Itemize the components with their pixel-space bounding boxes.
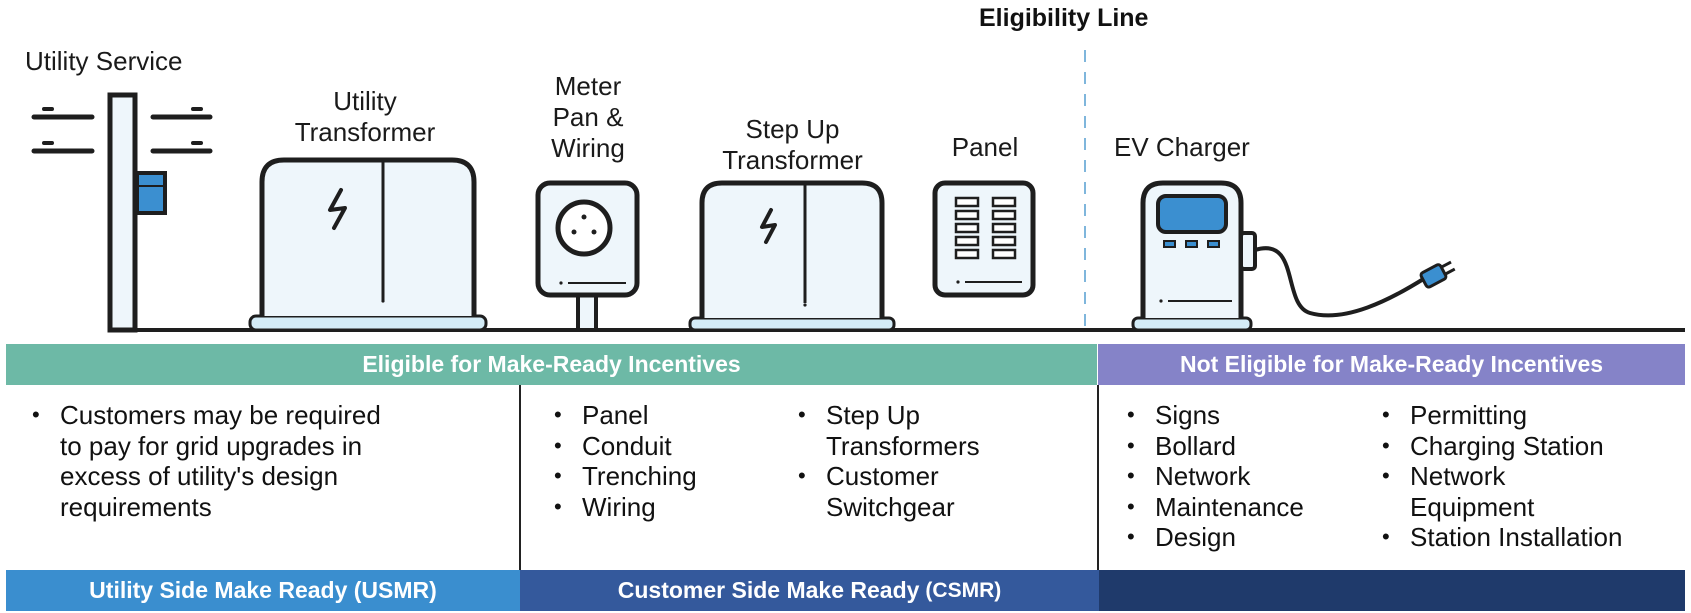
- list-item: Maintenance: [1125, 492, 1365, 523]
- list-item: Conduit: [552, 431, 772, 462]
- csmr-footer-abbrev: (CSMR): [925, 578, 1002, 602]
- not-eligible-list-b: Permitting Charging Station Network Equi…: [1380, 400, 1685, 553]
- list-item: Station Installation: [1380, 522, 1685, 553]
- csmr-items-list-a: Panel Conduit Trenching Wiring: [552, 400, 772, 522]
- csmr-footer-band: Customer Side Make Ready (CSMR): [520, 570, 1099, 611]
- panel-label: Panel: [951, 132, 1019, 162]
- meter-pan-icon: [535, 180, 640, 332]
- utility-transformer-label: Utility Transformer: [294, 86, 436, 147]
- usmr-notes-list: Customers may be required to pay for gri…: [30, 400, 500, 522]
- equipment-illustration: [31, 50, 1685, 333]
- ev-charger-icon: [1131, 180, 1456, 332]
- panel-icon: [932, 180, 1036, 298]
- list-item: Customer Switchgear: [796, 461, 1056, 522]
- csmr-items-list-b: Step Up Transformers Customer Switchgear: [796, 400, 1056, 522]
- list-item: Step Up Transformers: [796, 400, 1056, 461]
- not-eligible-list-a: Signs Bollard Network Maintenance Design: [1125, 400, 1365, 553]
- list-item: Panel: [552, 400, 772, 431]
- utility-pole-icon: [31, 92, 213, 333]
- usmr-footer-band: Utility Side Make Ready (USMR): [6, 570, 520, 611]
- list-item: Bollard: [1125, 431, 1365, 462]
- not-eligible-footer-band: [1099, 570, 1685, 611]
- list-item: Wiring: [552, 492, 772, 523]
- list-item: Charging Station: [1380, 431, 1685, 462]
- list-item: Customers may be required to pay for gri…: [30, 400, 500, 522]
- step-up-transformer-label: Step Up Transformer: [722, 114, 863, 175]
- csmr-footer-label: Customer Side Make Ready: [617, 577, 920, 603]
- column-divider-usmr-csmr: [519, 385, 521, 570]
- not-eligible-band: Not Eligible for Make-Ready Incentives: [1098, 344, 1685, 385]
- eligibility-line-title: Eligibility Line: [979, 4, 1149, 32]
- list-item: Trenching: [552, 461, 772, 492]
- list-item: Network: [1125, 461, 1365, 492]
- list-item: Network Equipment: [1380, 461, 1685, 522]
- list-item: Permitting: [1380, 400, 1685, 431]
- list-item: Signs: [1125, 400, 1365, 431]
- column-divider-eligibility: [1097, 385, 1099, 570]
- eligible-band: Eligible for Make-Ready Incentives: [6, 344, 1097, 385]
- utility-transformer-icon: [248, 157, 488, 332]
- ev-charger-label: EV Charger: [1114, 132, 1250, 162]
- utility-service-label: Utility Service: [25, 46, 183, 76]
- meter-pan-label: Meter Pan & Wiring: [551, 71, 625, 163]
- list-item: Design: [1125, 522, 1365, 553]
- step-up-transformer-icon: [688, 180, 896, 332]
